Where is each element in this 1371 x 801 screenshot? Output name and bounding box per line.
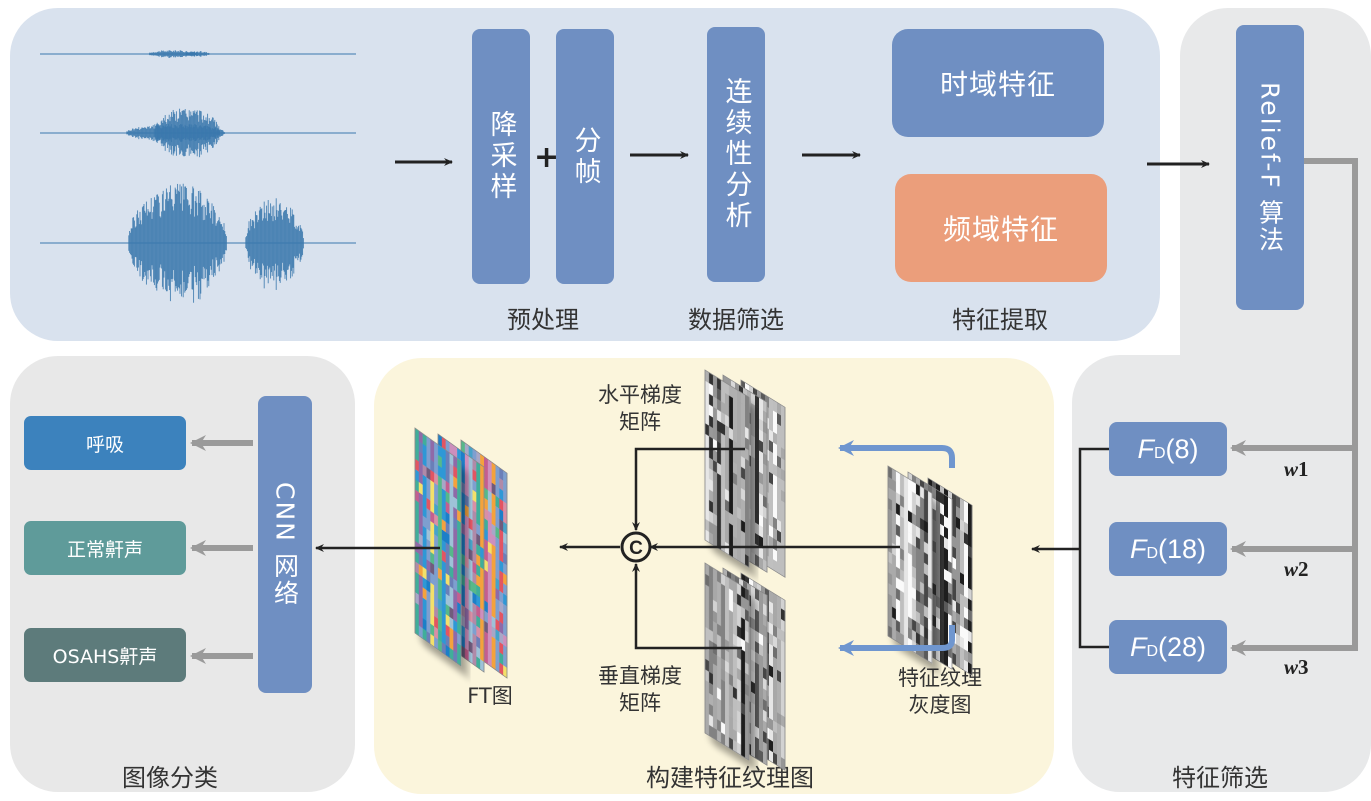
- continuity-analysis-box: 连续性分析: [707, 27, 765, 282]
- fd-subscript: D: [1146, 545, 1159, 562]
- vertical-gradient-stack: [704, 562, 786, 771]
- plus-icon: +: [534, 140, 560, 175]
- arrow-gray-to-horizontal: [838, 440, 955, 468]
- feature-extraction-caption: 特征提取: [952, 306, 1048, 334]
- freq-domain-feature-label: 频域特征: [942, 213, 1059, 246]
- vertical-gradient-label: 垂直梯度矩阵: [598, 664, 682, 716]
- fd-arg: (18): [1158, 533, 1207, 564]
- ft-image-stack: [414, 427, 508, 679]
- downsample-box: 降采样: [472, 29, 530, 284]
- gray-texture-stack-layer: [887, 465, 933, 664]
- svg-text:C: C: [629, 538, 643, 559]
- continuity-analysis-label: 连续性分析: [720, 77, 752, 232]
- class-box-normal-snore: 正常鼾声: [24, 521, 186, 575]
- weight-label-w2: w2: [1284, 557, 1309, 581]
- waveform-normal-snore: [40, 108, 356, 158]
- horizontal-gradient-stack: [704, 369, 786, 578]
- gray-texture-stack: [887, 465, 973, 676]
- feature-selection-caption: 特征筛选: [1172, 764, 1268, 792]
- fd-subscript: D: [1146, 643, 1159, 660]
- waveform-breathing: [40, 50, 356, 58]
- weight-label-w1: w1: [1284, 457, 1309, 481]
- time-domain-feature-box: 时域特征: [892, 29, 1104, 137]
- horizontal-gradient-stack-layer: [704, 369, 750, 568]
- preprocess-caption: 预处理: [507, 306, 579, 334]
- fd-symbol: F: [1129, 631, 1147, 662]
- data-filter-caption: 数据筛选: [688, 306, 784, 334]
- horizontal-gradient-label: 水平梯度矩阵: [598, 383, 682, 435]
- waveform-osahs-snore: [40, 183, 356, 303]
- arrow-gray-to-vertical: [838, 625, 955, 656]
- fd-arg: (28): [1158, 631, 1207, 662]
- framing-box: 分帧: [556, 29, 614, 284]
- ft-image-stack-layer: [414, 427, 462, 667]
- weight-label-w3: w3: [1284, 655, 1309, 679]
- fd-symbol: F: [1129, 533, 1147, 564]
- fd-symbol: F: [1137, 433, 1154, 464]
- cnn-network-box: CNN 网络: [258, 396, 312, 693]
- fd-arg: (8): [1165, 433, 1199, 464]
- ft-image-label: FT图: [467, 684, 513, 708]
- class-label: 正常鼾声: [66, 538, 143, 561]
- time-domain-feature-label: 时域特征: [939, 68, 1056, 101]
- class-label: 呼吸: [85, 433, 124, 456]
- vertical-gradient-stack-layer: [704, 562, 750, 761]
- arrow-vertical-to-concat: [632, 563, 742, 650]
- concat-icon: C: [620, 531, 652, 563]
- fd-subscript: D: [1153, 445, 1166, 462]
- downsample-label: 降采样: [485, 110, 517, 203]
- arrow-horizontal-to-concat: [632, 447, 745, 531]
- relief-f-box: Relief-F 算法: [1236, 25, 1304, 310]
- cnn-network-label: CNN 网络: [270, 482, 300, 607]
- freq-domain-feature-box: 频域特征: [895, 174, 1107, 282]
- class-box-breathing: 呼吸: [24, 416, 186, 470]
- image-classification-caption: 图像分类: [122, 764, 218, 792]
- weight-bus-line: [1232, 158, 1358, 651]
- relief-f-label: Relief-F 算法: [1255, 81, 1285, 254]
- framing-label: 分帧: [569, 125, 601, 188]
- class-box-osahs-snore: OSAHS鼾声: [24, 628, 186, 682]
- build-texture-caption: 构建特征纹理图: [646, 764, 814, 792]
- fd-bracket: [1078, 447, 1109, 649]
- class-label: OSAHS鼾声: [52, 645, 158, 668]
